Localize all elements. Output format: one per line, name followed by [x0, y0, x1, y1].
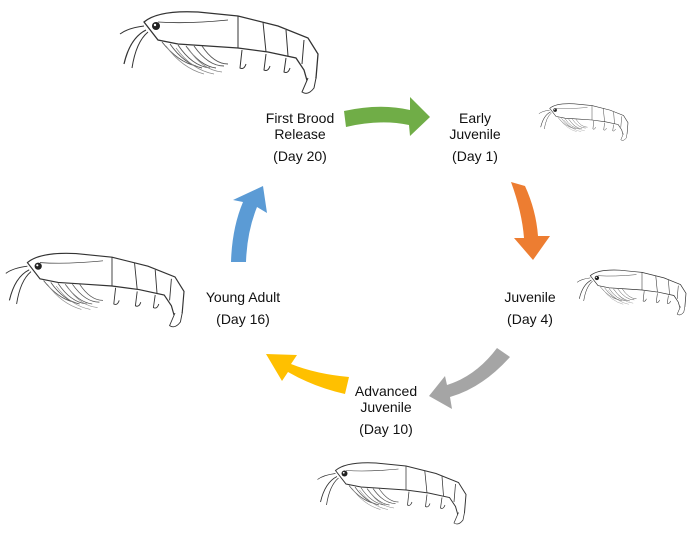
shrimp-icon [5, 252, 185, 328]
shrimp-icon [317, 462, 467, 525]
stage-name: Advanced Juvenile [354, 383, 418, 415]
stage-young-adult: Young Adult (Day 16) [178, 289, 308, 327]
arrow-first-brood-to-early-juvenile [344, 97, 430, 136]
arrow-advanced-juvenile-to-young-adult [266, 354, 349, 394]
arrow-juvenile-to-advanced-juvenile [429, 348, 510, 409]
arrow-young-adult-to-first-brood [231, 186, 267, 262]
stage-name: Early Juvenile [449, 110, 501, 142]
stage-early-juvenile: Early Juvenile (Day 1) [410, 110, 540, 164]
stage-day: (Day 16) [216, 311, 270, 327]
stage-first-brood-release: First Brood Release (Day 20) [235, 110, 365, 164]
stage-name: Young Adult [205, 289, 281, 305]
shrimp-icon [119, 11, 319, 94]
stage-juvenile: Juvenile (Day 4) [465, 289, 595, 327]
stage-day: (Day 10) [359, 421, 413, 437]
stage-day: (Day 4) [507, 311, 553, 327]
stage-name: Juvenile [504, 289, 556, 305]
stage-day: (Day 20) [273, 148, 327, 164]
stage-name: First Brood Release [265, 110, 335, 142]
stage-day: (Day 1) [452, 148, 498, 164]
arrow-early-juvenile-to-juvenile [511, 182, 550, 260]
shrimp-icon [538, 103, 629, 141]
stage-advanced-juvenile: Advanced Juvenile (Day 10) [321, 383, 451, 437]
